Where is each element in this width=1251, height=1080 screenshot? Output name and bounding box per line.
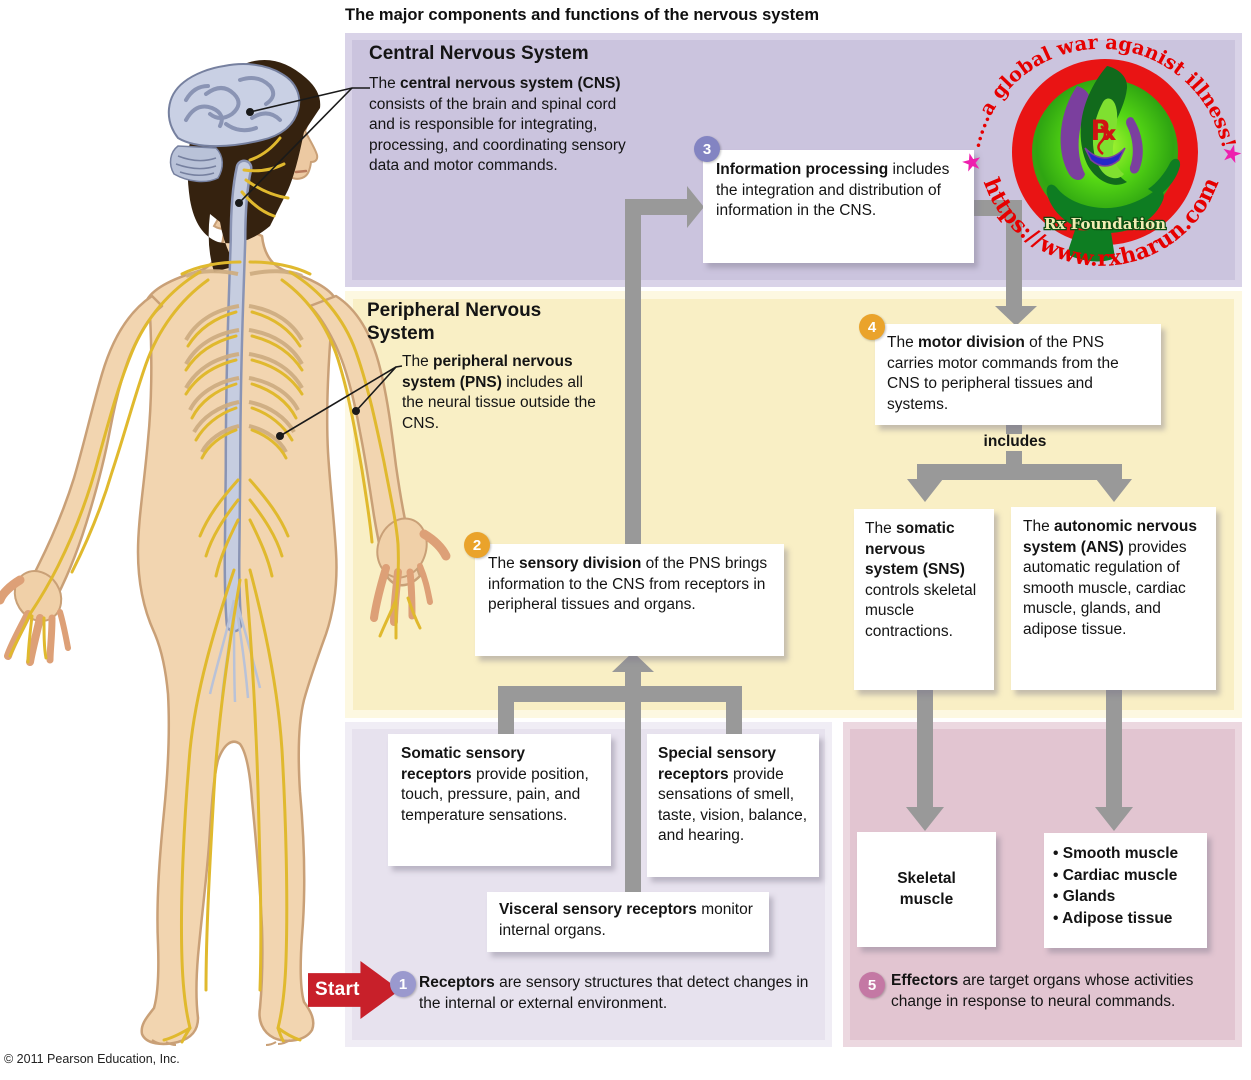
effector-item: • Smooth muscle: [1053, 845, 1179, 862]
step-badge-1: 1: [390, 971, 416, 997]
cerebellum-illustration: [169, 145, 223, 183]
ribcage-illustration: [184, 269, 304, 453]
box-somatic-sensory-receptors: Somatic sensory receptors provide positi…: [388, 734, 611, 866]
box-autonomic-nervous-system: The autonomic nervous system (ANS) provi…: [1011, 507, 1216, 690]
step-badge-2: 2: [464, 532, 490, 558]
cns-heading: Central Nervous System: [369, 43, 589, 64]
pns-heading: Peripheral Nervous System: [367, 300, 542, 345]
brain-illustration: [167, 63, 301, 148]
box-information-processing: Information processing includes the inte…: [703, 150, 974, 263]
step5-effectors-text: Effectors are target organs whose activi…: [891, 972, 1194, 1010]
effector-item: • Cardiac muscle: [1053, 866, 1178, 884]
box-somatic-nervous-system: The somatic nervous system (SNS) control…: [854, 509, 994, 690]
face: [212, 82, 319, 230]
pns-description: The peripheral nervous system (PNS) incl…: [402, 353, 596, 432]
effector-item: • Glands: [1053, 888, 1116, 906]
spinal-cord-illustration: [208, 159, 262, 703]
step-badge-3: 3: [694, 136, 720, 162]
box-effector-targets: • Smooth muscle • Cardiac muscle • Gland…: [1044, 833, 1207, 948]
cns-description: The central nervous system (CNS) consist…: [369, 75, 626, 175]
box-special-sensory-receptors: Special sensory receptors provide sensat…: [647, 734, 819, 877]
left-hand: [0, 570, 71, 666]
effector-item: • Adipose tissue: [1053, 910, 1173, 928]
includes-label: includes: [983, 433, 1047, 450]
box-visceral-sensory-receptors: Visceral sensory receptors monitor inter…: [487, 892, 769, 952]
box-sensory-division: The sensory division of the PNS brings i…: [475, 544, 784, 656]
hair: [187, 59, 321, 272]
leader-line-cns-2: [238, 87, 353, 204]
page-title: The major components and functions of th…: [345, 6, 819, 24]
body-silhouette: [136, 230, 338, 1046]
feet: [151, 1039, 291, 1046]
eye: [286, 126, 300, 132]
step-badge-4: 4: [859, 314, 885, 340]
left-arm: [18, 294, 164, 615]
box-motor-division: The motor division of the PNS carries mo…: [875, 324, 1161, 425]
lips: [294, 169, 308, 174]
step-badge-5: 5: [859, 972, 885, 998]
box-skeletal-muscle: Skeletal muscle: [857, 832, 996, 947]
brow: [285, 117, 301, 120]
step1-receptors-text: Receptors are sensory structures that de…: [419, 974, 809, 1012]
copyright-notice: © 2011 Pearson Education, Inc.: [4, 1052, 180, 1066]
